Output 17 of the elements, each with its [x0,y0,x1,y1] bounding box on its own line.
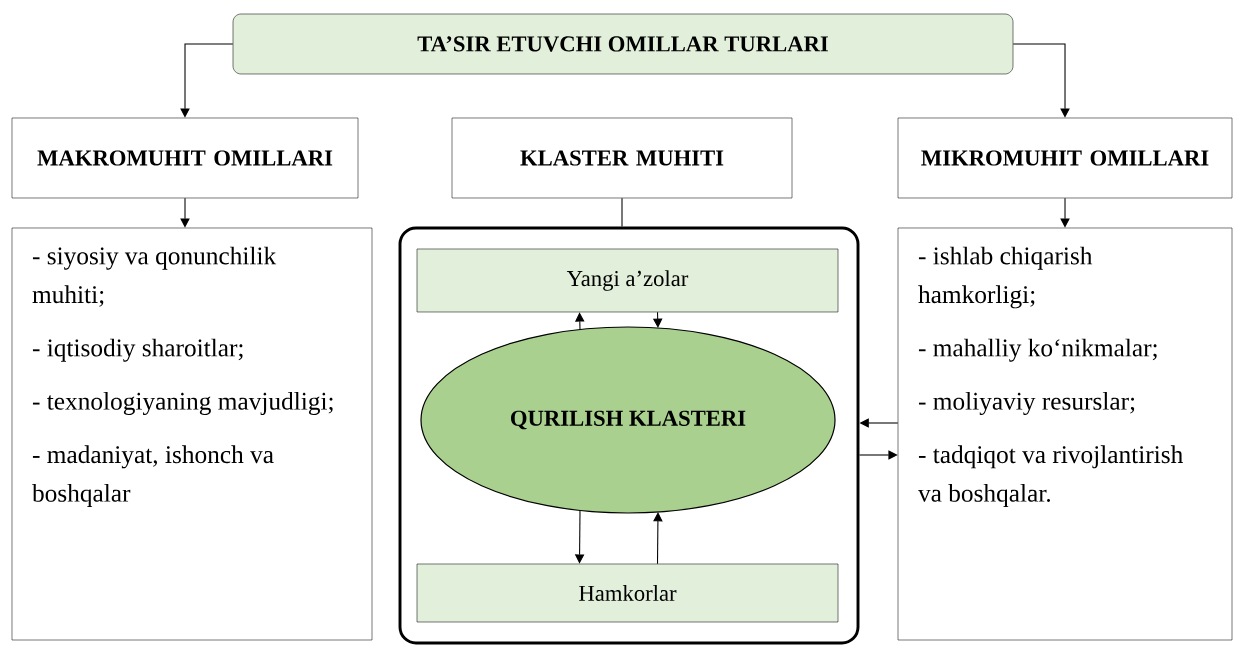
arrow [1060,197,1070,228]
list-box: - ishlab chiqarish hamkorligi; - mahalliy ko‘nikmalar; - moliyaviy resurslar; - tadqiqot va rivojlantirish va boshqalar. [897,227,1233,641]
connector-line [621,197,623,228]
heading-box: MAKROMUHIT OMILLARI [11,117,359,199]
arrow [180,197,190,228]
heading-box: MIKROMUHIT OMILLARI [897,117,1233,199]
list-box: - siyosiy va qonunchilik muhiti; - iqtisodiy sharoitlar; - texnologiyaning mavjudligi; - madaniyat, ishonch va boshqalar [11,227,373,641]
member-box: Hamkorlar [416,563,839,623]
arrow [1012,43,1070,118]
arrow [574,312,585,331]
title-box: TA’SIR ETUVCHI OMILLAR TURLARI [232,13,1014,75]
member-box: Yangi a’zolar [416,248,839,313]
arrow [858,450,898,460]
arrow [653,512,663,565]
cluster-frame [398,226,860,645]
heading-box: KLASTER MUHITI [451,117,793,199]
arrow [180,43,234,118]
